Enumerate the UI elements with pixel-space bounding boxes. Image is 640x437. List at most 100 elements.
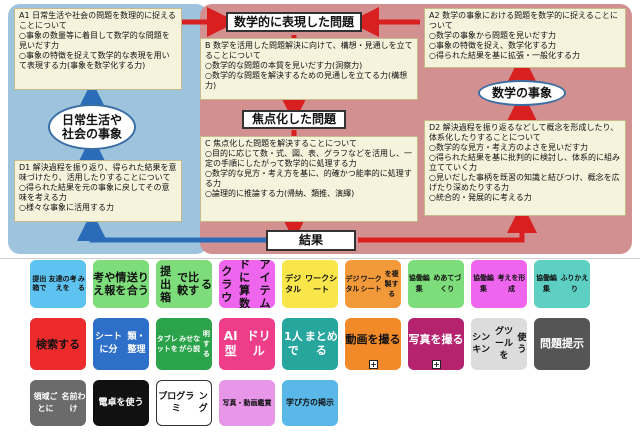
tool-card[interactable]: AI型ドリル (219, 318, 275, 370)
tool-card[interactable]: 写真・動画鑑賞 (219, 380, 275, 426)
tool-card-line: 送り合う (126, 271, 149, 297)
tool-card[interactable]: プログラミング (156, 380, 212, 426)
tool-card-line: 類・整理 (127, 332, 146, 355)
box-a1-item: ○事象の数量等に着目して数学的な問題を見いだす力 (19, 31, 170, 50)
box-a2: A2 数学の事象における問題を数学的に捉えることについて ○数学の事象から問題を… (424, 8, 626, 68)
daily-life-cloud: 日常生活や 社会の事象 (48, 104, 136, 150)
tool-card[interactable]: 協働編集めあてづくり (408, 260, 464, 308)
tool-card-line: 掲示 (318, 398, 334, 407)
box-b-item: ○数学的な問題を解決するための見通しを立てる力(構想力) (205, 71, 408, 90)
box-a2-item: ○数学の事象から問題を見いだす力 (429, 31, 556, 40)
tool-card-line: 鑑賞 (257, 398, 272, 407)
tool-card[interactable]: 写真を撮る + (408, 318, 464, 370)
expand-plus-icon[interactable]: + (369, 360, 378, 369)
tool-card-line: を複製する (384, 270, 399, 298)
tool-card-line: 協働編集 (408, 274, 430, 293)
focused-problem-title: 焦点化した問題 (242, 110, 346, 129)
tool-card-line: る (452, 333, 464, 346)
tool-card[interactable]: 電卓を使う (93, 380, 149, 426)
tool-card-line: 使う (125, 398, 144, 408)
tool-card-line: めあてづくり (433, 274, 462, 293)
tool-card[interactable]: 学び方の掲示 (282, 380, 338, 426)
tool-card-line: AI型 (223, 329, 238, 358)
tool-card[interactable]: タブレットをみせながら説明する (156, 318, 212, 370)
box-d2-item: ○数学的な見方・考え方のよさを見いだす力 (429, 143, 588, 152)
tool-card-line: 領域ごとに (33, 392, 58, 413)
box-c-heading: C 焦点化した問題を解決することについて (205, 139, 357, 148)
tool-card-line: 写真・動画 (222, 398, 258, 407)
tool-card-line: アイテム (259, 260, 271, 308)
tool-card[interactable]: シートに分類・整理 (93, 318, 149, 370)
box-b: B 数学を活用した問題解決に向けて、構想・見通しを立てることについて ○数学的な… (200, 38, 418, 100)
tool-card[interactable]: 動画を撮る + (345, 318, 401, 370)
box-d1: D1 解決過程を振り返り、得られた結果を意味づけたり、活用したりすることについて… (14, 160, 182, 222)
box-d1-heading: D1 解決過程を振り返り、得られた結果を意味づけたり、活用したりすることについて (19, 163, 177, 182)
tool-card-line: 提出箱 (160, 264, 172, 304)
box-a1: A1 日常生活や社会の問題を数理的に捉えることについて ○事象の数量等に着目して… (14, 8, 182, 90)
tool-card-line: 電卓を (98, 398, 126, 408)
box-a2-heading: A2 数学の事象における問題を数学的に捉えることについて (429, 11, 618, 30)
tool-card[interactable]: デジタルワークシートを複製する (345, 260, 401, 308)
tool-card-line: 写真を撮 (408, 333, 453, 346)
math-problem-title: 数学的に表現した問題 (226, 12, 362, 32)
tool-card-line: ワークシート (305, 274, 338, 294)
box-b-heading: B 数学を活用した問題解決に向けて、構想・見通しを立てることについて (205, 41, 413, 60)
box-b-item: ○数学的な問題の本質を見いだす力(洞察力) (205, 61, 363, 70)
tool-card[interactable]: シンキングツールを使う (471, 318, 527, 370)
box-a2-item: ○得られた結果を基に拡張・一般化する力 (429, 51, 580, 60)
tool-card-line: ドに算数 (239, 260, 251, 308)
tool-card-line: 名前わけ (61, 392, 86, 413)
tool-card[interactable]: 検索する (30, 318, 86, 370)
tool-card[interactable]: 問題提示 (534, 318, 590, 370)
tool-card[interactable]: クラウドに算数アイテム (219, 260, 275, 308)
tool-card-line: グツールを (495, 327, 514, 361)
tool-card-line: で比較す (177, 271, 200, 297)
tool-card-line: る (201, 277, 212, 291)
tool-card-line: る (389, 333, 401, 346)
tool-card[interactable]: 提出箱で友達の考えをみる (30, 260, 86, 308)
tool-card-line: 協働編集 (472, 274, 494, 293)
result-title: 結果 (266, 230, 356, 251)
tool-card-line: や情報を (104, 271, 127, 297)
tool-card-line: シートに分 (95, 332, 123, 355)
tool-card-line: 考え (93, 271, 105, 297)
box-d2-item: ○見いだした事柄を既習の知識と結びつけ、概念を広げたり深めたりする力 (429, 173, 620, 192)
tool-card[interactable]: 協働編集ふりかえり (534, 260, 590, 308)
box-d2-heading: D2 解決過程を振り返るなどして概念を形成したり、体系化したりすることについて (429, 123, 619, 142)
tool-card-line: ドリル (246, 329, 271, 358)
tool-card[interactable]: 提出箱で比較する (156, 260, 212, 308)
tool-card-line: 動画を撮 (345, 333, 390, 346)
tool-card-line: 使う (517, 333, 527, 355)
box-d2-item: ○統合的・発展的に考える力 (429, 193, 532, 202)
box-d2: D2 解決過程を振り返るなどして概念を形成したり、体系化したりすることについて … (424, 120, 626, 216)
tool-card-line: 明する (202, 330, 210, 358)
expand-plus-icon[interactable]: + (432, 360, 441, 369)
tool-card-line: みる (77, 275, 85, 292)
tool-card-line: 協働編集 (535, 274, 557, 293)
tool-card-line: 友達の考えを (48, 275, 77, 292)
tool-card[interactable]: 協働編集考えを形成 (471, 260, 527, 308)
tool-card-line: シンキン (472, 333, 491, 355)
tool-card-line: 問題提示 (540, 337, 584, 350)
tool-card[interactable]: 考えや情報を送り合う (93, 260, 149, 308)
tool-card-line: まとめる (304, 330, 338, 357)
tool-card[interactable]: 1人でまとめる (282, 318, 338, 370)
tool-card[interactable]: 領域ごとに名前わけ (30, 380, 86, 426)
box-c: C 焦点化した問題を解決することについて ○目的に応じて数・式、図、表、グラフな… (200, 136, 418, 222)
box-a1-item: ○事象の特徴を捉えて数学的な表現を用いて表現する力(事象を数学化する力) (19, 51, 170, 70)
tool-card-line: 考えを形成 (497, 274, 526, 293)
box-d1-item: ○様々な事象に活用する力 (19, 203, 114, 212)
tool-card-line: ング (198, 392, 208, 414)
tool-card[interactable]: デジタルワークシート (282, 260, 338, 308)
box-c-item: ○数学的な見方・考え方を基に、的確かつ能率的に処理する力 (205, 169, 412, 188)
tool-card-line: クラウ (221, 264, 233, 304)
box-c-item: ○論理的に推論する力(帰納、類推、演繹) (205, 189, 355, 198)
tool-card-line: プログラミ (158, 392, 195, 414)
box-c-item: ○目的に応じて数・式、図、表、グラフなどを活用し、一定の手順にしたがって数学的に… (205, 149, 412, 168)
daily-life-cloud-line-2: 社会の事象 (61, 127, 122, 141)
daily-life-cloud-line-1: 日常生活や (61, 113, 122, 127)
box-d1-item: ○得られた結果を元の事象に戻してその意味を考える力 (19, 183, 170, 202)
tool-card-line: 1人で (283, 330, 303, 357)
tool-card-line: デジタル (285, 274, 302, 294)
tool-card-line: 学び方の (286, 398, 318, 407)
